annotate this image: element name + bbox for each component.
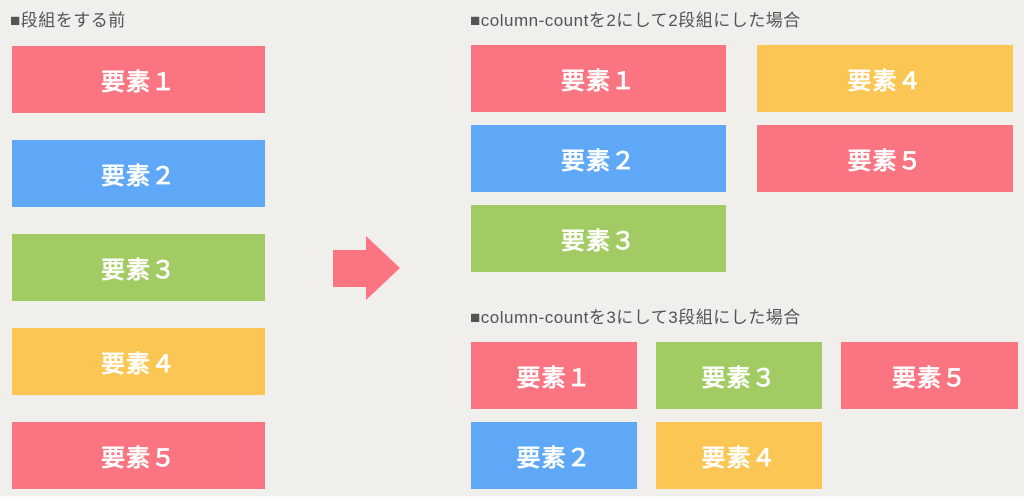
- two-column-grid-col-1: 要素１ 要素２ 要素３: [471, 45, 726, 272]
- element-box-2: 要素２: [471, 125, 726, 192]
- right-arrow-icon: [333, 236, 400, 300]
- element-box-1: 要素１: [471, 45, 726, 112]
- three-column-grid-col-2: 要素３ 要素４: [656, 342, 822, 489]
- element-box-2: 要素２: [471, 422, 637, 489]
- before-element-stack: 要素１ 要素２ 要素３ 要素４ 要素５: [12, 46, 265, 489]
- element-box-1: 要素１: [471, 342, 637, 409]
- three-column-section-heading: ■column-countを3にして3段組にした場合: [470, 308, 801, 327]
- element-box-4: 要素４: [757, 45, 1013, 112]
- three-column-grid-col-3: 要素５: [841, 342, 1018, 489]
- element-box-2: 要素２: [12, 140, 265, 207]
- element-box-1: 要素１: [12, 46, 265, 113]
- element-box-4: 要素４: [656, 422, 822, 489]
- two-column-section-heading: ■column-countを2にして2段組にした場合: [470, 11, 801, 30]
- element-box-5: 要素５: [841, 342, 1018, 409]
- element-box-5: 要素５: [12, 422, 265, 489]
- element-box-3: 要素３: [12, 234, 265, 301]
- element-box-3: 要素３: [656, 342, 822, 409]
- three-column-grid: 要素１ 要素２ 要素３ 要素４ 要素５: [471, 342, 1018, 489]
- two-column-grid-col-2: 要素４ 要素５: [757, 45, 1013, 272]
- element-box-3: 要素３: [471, 205, 726, 272]
- element-box-5: 要素５: [757, 125, 1013, 192]
- before-section-heading: ■段組をする前: [10, 11, 126, 30]
- two-column-grid: 要素１ 要素２ 要素３ 要素４ 要素５: [471, 45, 1013, 272]
- bottom-edge-strip: [0, 496, 1024, 500]
- element-box-4: 要素４: [12, 328, 265, 395]
- three-column-grid-col-1: 要素１ 要素２: [471, 342, 637, 489]
